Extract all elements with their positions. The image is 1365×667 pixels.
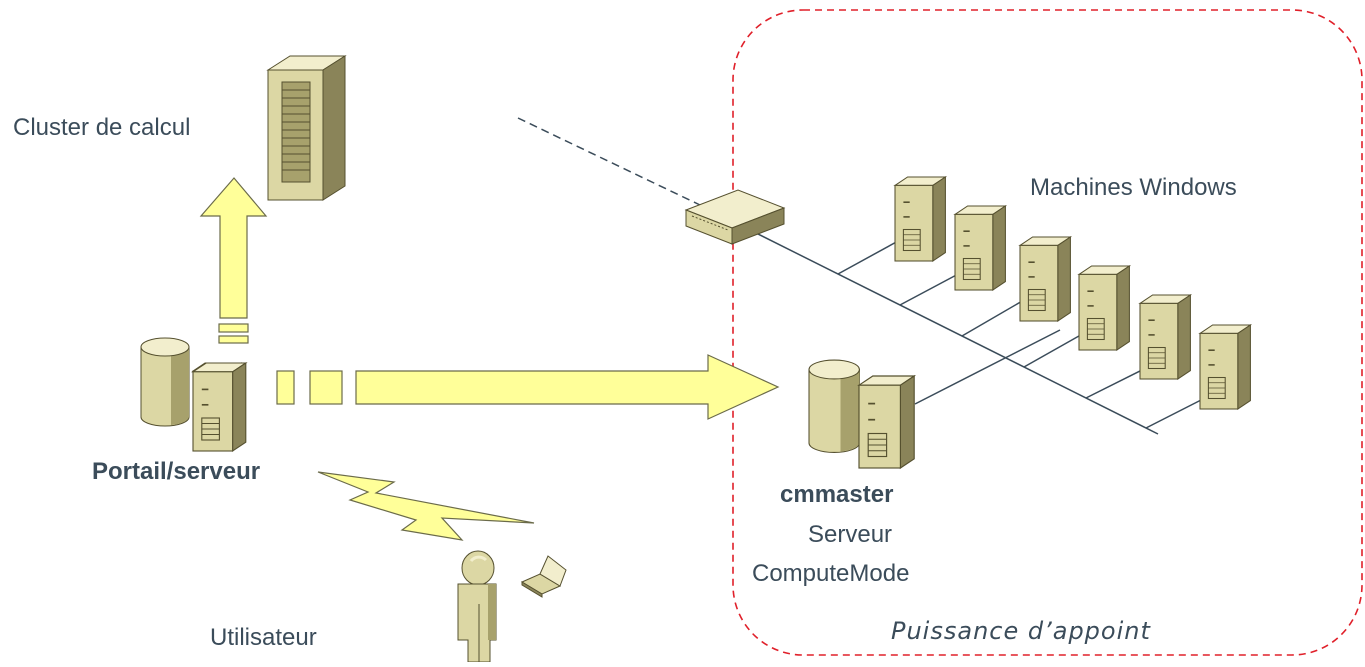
arrow-up-to-cluster — [199, 177, 268, 344]
portail-serveur-label: Portail/serveur — [92, 458, 261, 485]
machines-windows-label: Machines Windows — [1030, 174, 1237, 201]
cmmaster-server-icon — [808, 359, 916, 469]
desktop-tower-icon — [894, 176, 947, 262]
network-switch-icon — [684, 189, 786, 245]
user-icon — [457, 550, 497, 663]
computemode-label: ComputeMode — [752, 560, 910, 587]
network-branches — [837, 239, 1206, 429]
network-dashed-line — [517, 117, 701, 206]
lightning-icon — [317, 471, 535, 541]
arrow-right-to-cmmaster — [276, 354, 780, 420]
utilisateur-label: Utilisateur — [210, 624, 317, 651]
network-backbone — [699, 204, 1159, 435]
desktop-tower-icon — [1139, 294, 1192, 380]
desktop-tower-icon — [1199, 324, 1252, 410]
server-rack-icon — [266, 55, 347, 201]
cmmaster-label: cmmaster — [780, 481, 894, 508]
portal-tower-icon — [192, 362, 247, 452]
laptop-icon — [520, 555, 567, 598]
serveur-label: Serveur — [808, 521, 893, 548]
desktop-tower-icon — [1019, 236, 1072, 322]
desktop-tower-icon — [1078, 265, 1131, 351]
puissance-appoint-label: Puissance d’appoint — [891, 617, 1151, 645]
boundary-box — [732, 9, 1363, 656]
desktop-tower-icon — [954, 205, 1007, 291]
cluster-label: Cluster de calcul — [13, 114, 191, 141]
